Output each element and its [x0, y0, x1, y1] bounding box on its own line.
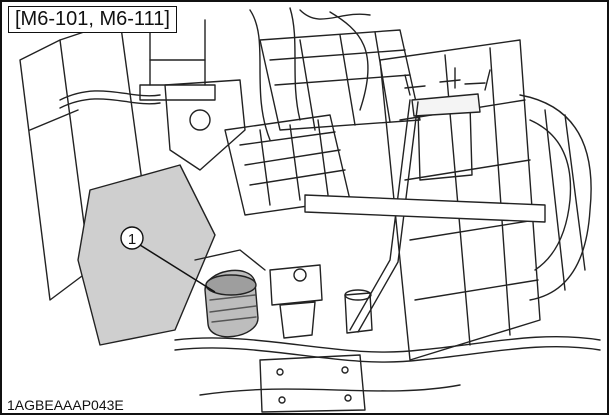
side-shield — [77, 164, 216, 346]
horizontal-brace — [304, 194, 546, 223]
image-code: 1AGBEAAAP043E — [4, 397, 127, 413]
callout-1: 1 — [120, 226, 216, 293]
hose-lines — [59, 7, 419, 333]
upper-filter-canister — [404, 67, 491, 181]
lower-pipes — [174, 249, 601, 396]
bracket-bolt — [189, 109, 211, 131]
radiator-fan — [519, 94, 592, 301]
fuel-filter — [204, 269, 259, 338]
callout-number: 1 — [128, 231, 136, 248]
water-separator — [269, 264, 323, 339]
model-label: [M6-101, M6-111] — [8, 6, 177, 33]
bottom-plate — [259, 354, 366, 413]
callout-circle — [120, 226, 144, 250]
support-bracket — [164, 79, 246, 171]
engine-block — [259, 29, 421, 131]
callout-leader-line — [139, 244, 216, 293]
small-canister — [344, 289, 373, 334]
